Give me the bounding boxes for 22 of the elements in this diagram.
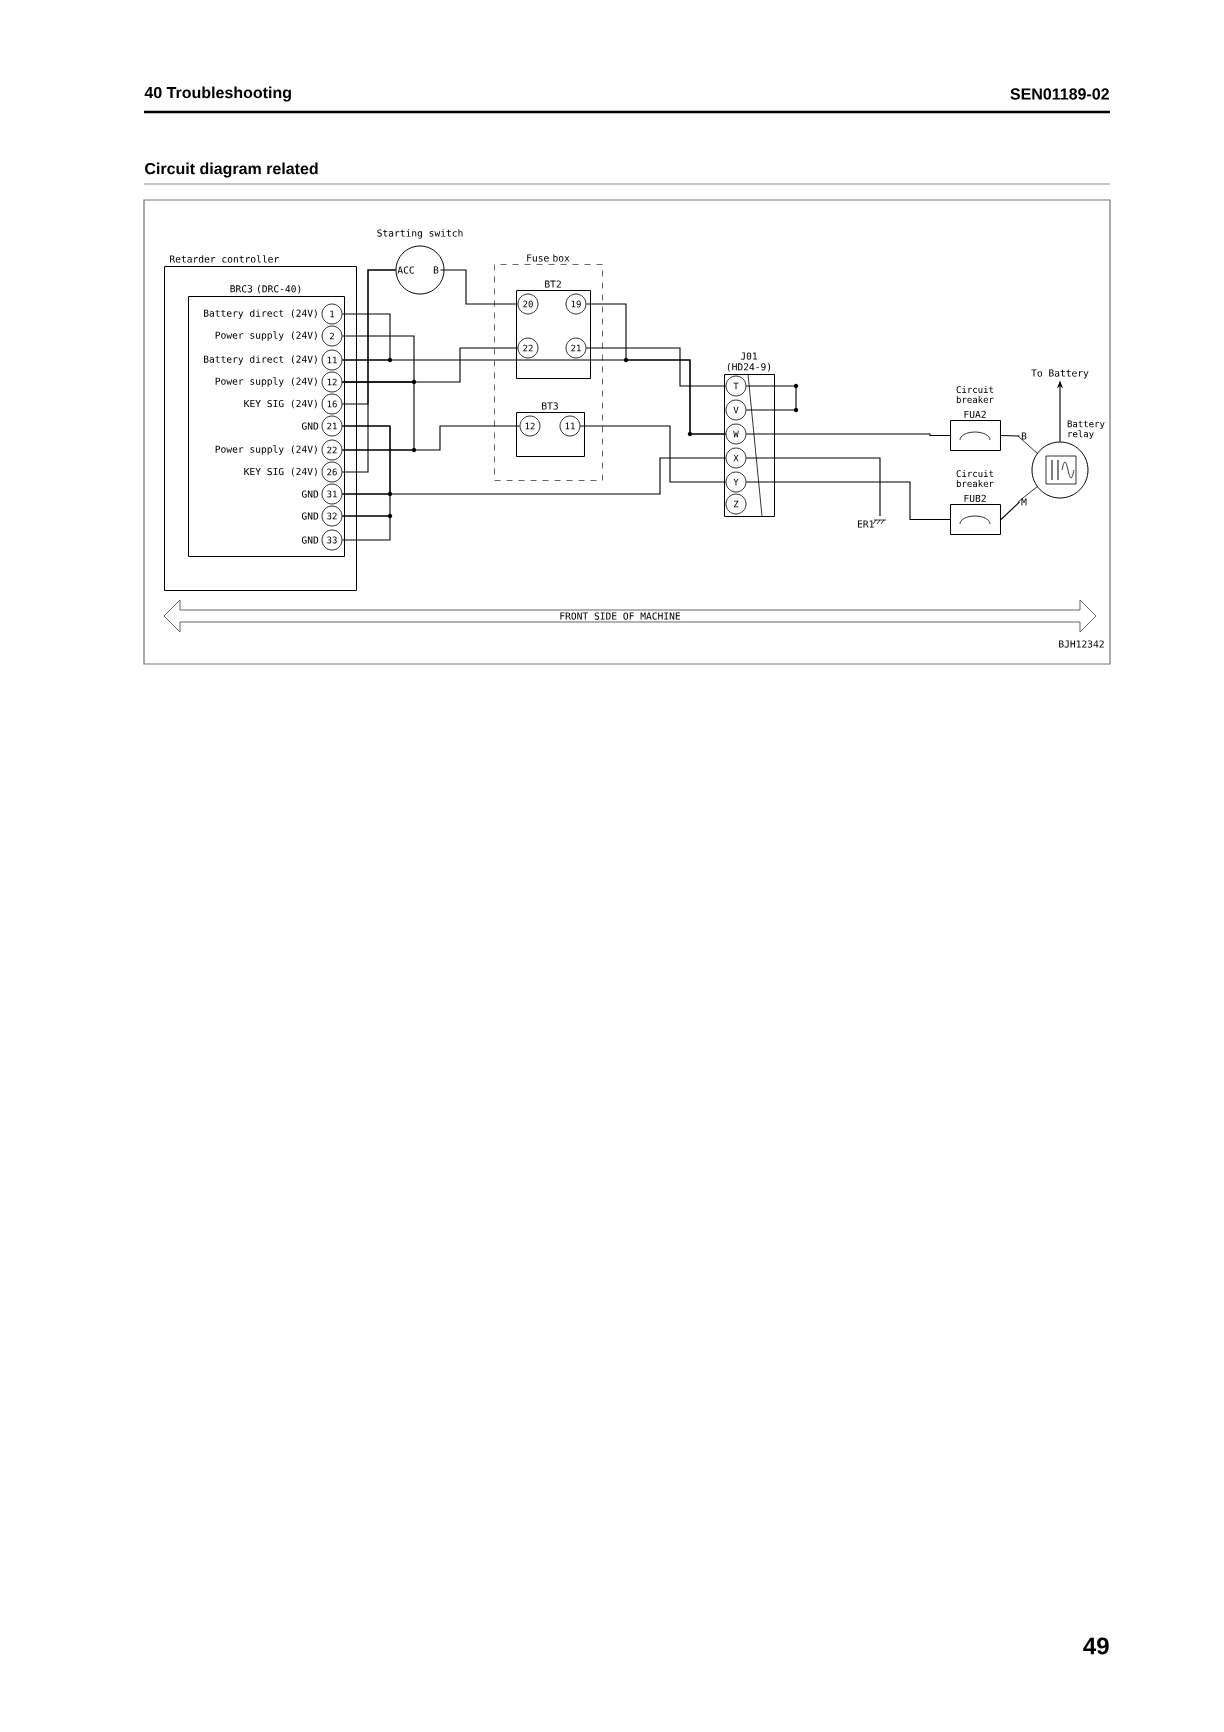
wire xyxy=(745,481,951,521)
wire xyxy=(341,347,519,383)
wire xyxy=(341,515,391,541)
wire xyxy=(579,425,727,483)
wire xyxy=(341,493,391,517)
wire xyxy=(745,385,797,411)
wire xyxy=(1000,434,1021,437)
wire xyxy=(439,269,519,305)
section-title: Circuit diagram related xyxy=(145,162,318,178)
wire xyxy=(341,313,391,361)
wire xyxy=(341,269,397,473)
document-number: SEN01189-02 xyxy=(1010,88,1109,100)
wire xyxy=(341,425,521,451)
wire xyxy=(745,457,881,517)
page-number: 49 xyxy=(1083,1637,1109,1655)
wire xyxy=(1000,501,1021,521)
wire xyxy=(745,433,951,437)
wire xyxy=(341,335,415,383)
header-text: 40 Troubleshooting xyxy=(144,86,291,102)
wire xyxy=(341,425,727,495)
wire xyxy=(585,303,727,435)
wire xyxy=(585,347,727,387)
